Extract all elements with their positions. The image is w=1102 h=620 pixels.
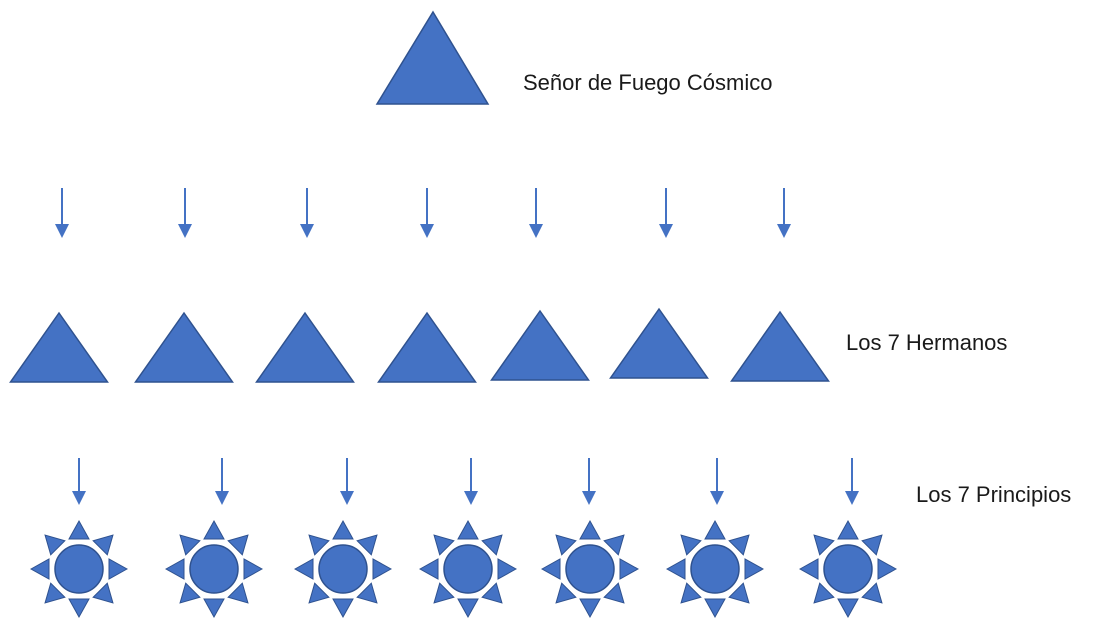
brother-triangle-icon-1: [9, 311, 109, 383]
principle-sun-icon-4: [418, 519, 518, 619]
brother-triangle-icon-2: [134, 311, 234, 383]
lower-arrow-2: [215, 458, 229, 505]
brother-triangle-icon-6: [609, 307, 709, 379]
lower-arrow-5: [582, 458, 596, 505]
upper-arrow-7: [777, 188, 791, 238]
label-bottom: Los 7 Principios: [916, 482, 1071, 507]
lower-arrow-4: [464, 458, 478, 505]
lower-arrow-1: [72, 458, 86, 505]
arrows-row-2: [72, 458, 859, 505]
upper-arrow-2: [178, 188, 192, 238]
upper-arrow-5: [529, 188, 543, 238]
lower-arrow-3: [340, 458, 354, 505]
arrows-row-1: [55, 188, 791, 238]
cosmic-fire-lord-triangle-icon: [375, 10, 490, 105]
upper-arrow-3: [300, 188, 314, 238]
lower-arrow-7: [845, 458, 859, 505]
brother-triangle-icon-5: [490, 309, 590, 381]
lower-arrow-6: [710, 458, 724, 505]
brother-triangle-icon-3: [255, 311, 355, 383]
upper-arrow-1: [55, 188, 69, 238]
brother-triangle-icon-7: [730, 310, 830, 382]
label-middle: Los 7 Hermanos: [846, 330, 1007, 355]
principle-sun-icon-6: [665, 519, 765, 619]
principle-sun-icon-1: [29, 519, 129, 619]
principle-sun-icon-5: [540, 519, 640, 619]
principle-sun-icon-2: [164, 519, 264, 619]
principle-sun-icon-3: [293, 519, 393, 619]
upper-arrow-4: [420, 188, 434, 238]
brother-triangle-icon-4: [377, 311, 477, 383]
principles-suns: [29, 519, 898, 619]
label-top: Señor de Fuego Cósmico: [523, 70, 772, 95]
principle-sun-icon-7: [798, 519, 898, 619]
upper-arrow-6: [659, 188, 673, 238]
brothers-triangles: [9, 307, 830, 383]
